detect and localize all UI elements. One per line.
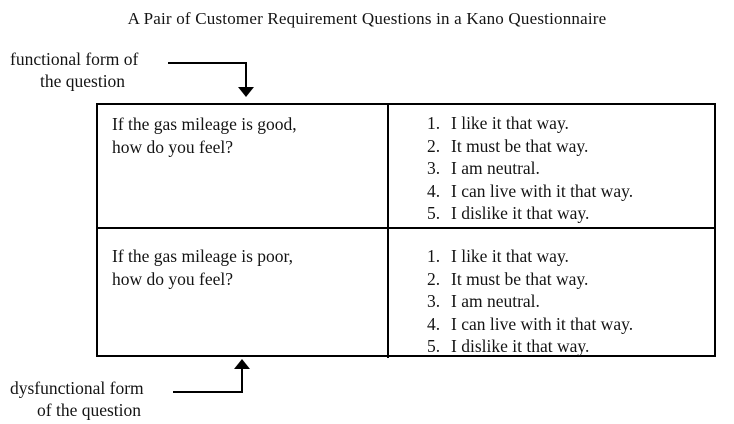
figure-title: A Pair of Customer Requirement Questions… — [127, 9, 607, 28]
option-number: 5. — [427, 336, 441, 356]
option-text: I like it that way. — [451, 246, 569, 266]
option-number: 1. — [427, 113, 441, 133]
option-text: It must be that way. — [451, 268, 589, 289]
functional-arrow-hline — [168, 62, 247, 64]
option-item: 3. I am neutral. — [427, 290, 710, 313]
option-text: I am neutral. — [451, 291, 540, 311]
option-item: 3. I am neutral. — [427, 157, 710, 180]
dysfunctional-form-label: dysfunctional form of the question — [10, 377, 144, 421]
functional-options-cell: 1. I like it that way. 2. It must be that … — [389, 105, 714, 229]
kano-question-table: If the gas mileage is good, how do you f… — [96, 103, 716, 358]
option-number: 4. — [427, 180, 441, 201]
option-item: 4. I can live with it that way. — [427, 180, 710, 203]
option-text: I like it that way. — [451, 113, 569, 133]
option-text: I dislike it that way. — [451, 203, 590, 223]
option-text: I can live with it that way. — [451, 180, 634, 201]
option-text: I dislike it that way. — [451, 336, 590, 356]
dysfunctional-arrow-hline — [173, 391, 243, 393]
functional-form-label-line2: the question — [40, 71, 126, 91]
option-item: 1. I like it that way. — [427, 245, 710, 268]
question-line: If the gas mileage is good, — [112, 114, 297, 134]
dysfunctional-form-label-line2: of the question — [37, 400, 142, 420]
functional-form-label-line1: functional form of — [10, 49, 139, 69]
dysfunctional-form-label-line1: dysfunctional form — [10, 378, 144, 398]
question-line: how do you feel? — [112, 137, 234, 157]
option-text: I am neutral. — [451, 158, 540, 178]
option-number: 3. — [427, 158, 441, 178]
option-item: 5. I dislike it that way. — [427, 335, 710, 358]
functional-form-label: functional form of the question — [10, 48, 138, 92]
functional-arrow-vline — [245, 62, 247, 88]
dysfunctional-question-cell: If the gas mileage is poor, how do you f… — [98, 229, 389, 358]
option-text: I can live with it that way. — [451, 313, 634, 334]
question-line: how do you feel? — [112, 269, 234, 289]
option-number: 2. — [427, 135, 441, 156]
question-line: If the gas mileage is poor, — [112, 246, 294, 266]
option-number: 5. — [427, 203, 441, 223]
dysfunctional-arrow-vline — [241, 369, 243, 393]
option-item: 2. It must be that way. — [427, 268, 710, 291]
option-item: 4. I can live with it that way. — [427, 313, 710, 336]
functional-arrowhead-down-icon — [238, 87, 254, 97]
option-text: It must be that way. — [451, 135, 589, 156]
option-number: 1. — [427, 246, 441, 266]
dysfunctional-options-cell: 1. I like it that way. 2. It must be that … — [389, 229, 714, 358]
option-item: 1. I like it that way. — [427, 112, 710, 135]
option-number: 2. — [427, 268, 441, 289]
dysfunctional-arrowhead-up-icon — [234, 359, 250, 369]
option-item: 5. I dislike it that way. — [427, 202, 710, 225]
option-item: 2. It must be that way. — [427, 135, 710, 158]
option-number: 3. — [427, 291, 441, 311]
option-number: 4. — [427, 313, 441, 334]
functional-question-cell: If the gas mileage is good, how do you f… — [98, 105, 389, 229]
